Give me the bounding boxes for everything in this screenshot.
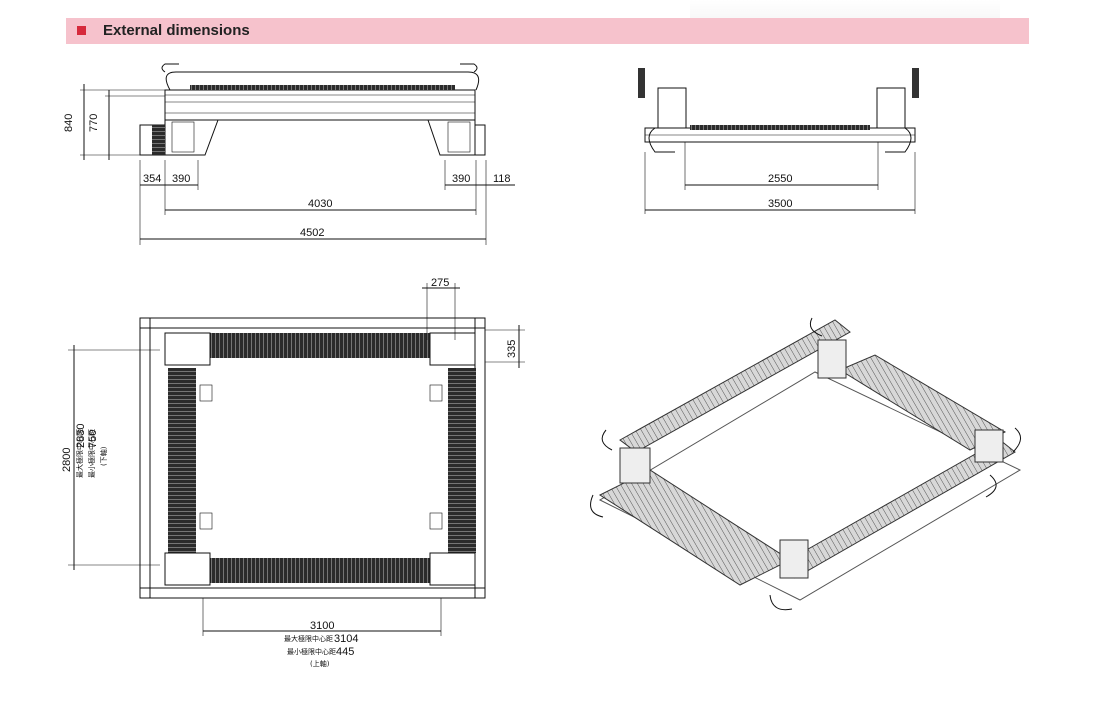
top-fade (690, 0, 1000, 18)
dim-118: 118 (493, 173, 511, 185)
section-header: External dimensions (66, 18, 1029, 44)
dim-770: 770 (88, 114, 100, 132)
min-center-label-bottom: 最小極限中心距 (287, 647, 336, 656)
header-square-icon (77, 26, 86, 35)
dim-2800: 2800 (61, 448, 73, 472)
dim-4030: 4030 (308, 198, 332, 210)
dim-390-right: 390 (452, 173, 470, 185)
side-view (638, 68, 919, 214)
dim-2550: 2550 (768, 173, 792, 185)
dim-840: 840 (63, 114, 75, 132)
dim-3500: 3500 (768, 198, 792, 210)
max-center-label-left: 最大極限中心距 (75, 429, 84, 478)
axis-bottom-label: (上軸) (310, 659, 330, 668)
dim-750: 750 (87, 430, 99, 448)
dim-445: 445 (336, 646, 354, 658)
section-title: External dimensions (103, 22, 250, 39)
dim-3100: 3100 (310, 620, 334, 632)
front-view (80, 63, 515, 245)
min-center-label-left: 最小極限中心距 (87, 429, 96, 478)
axis-left-label: (下軸) (99, 446, 108, 466)
dim-335: 335 (506, 340, 518, 358)
top-view (68, 283, 525, 636)
dim-390-left: 390 (172, 173, 190, 185)
isometric-view (590, 317, 1022, 611)
dim-3104: 3104 (334, 633, 358, 645)
dim-354: 354 (143, 173, 161, 185)
dim-4502: 4502 (300, 227, 324, 239)
dim-275: 275 (431, 277, 449, 289)
dim-2830: 2830 (75, 424, 87, 448)
max-center-label-bottom: 最大極限中心距 (284, 634, 333, 643)
